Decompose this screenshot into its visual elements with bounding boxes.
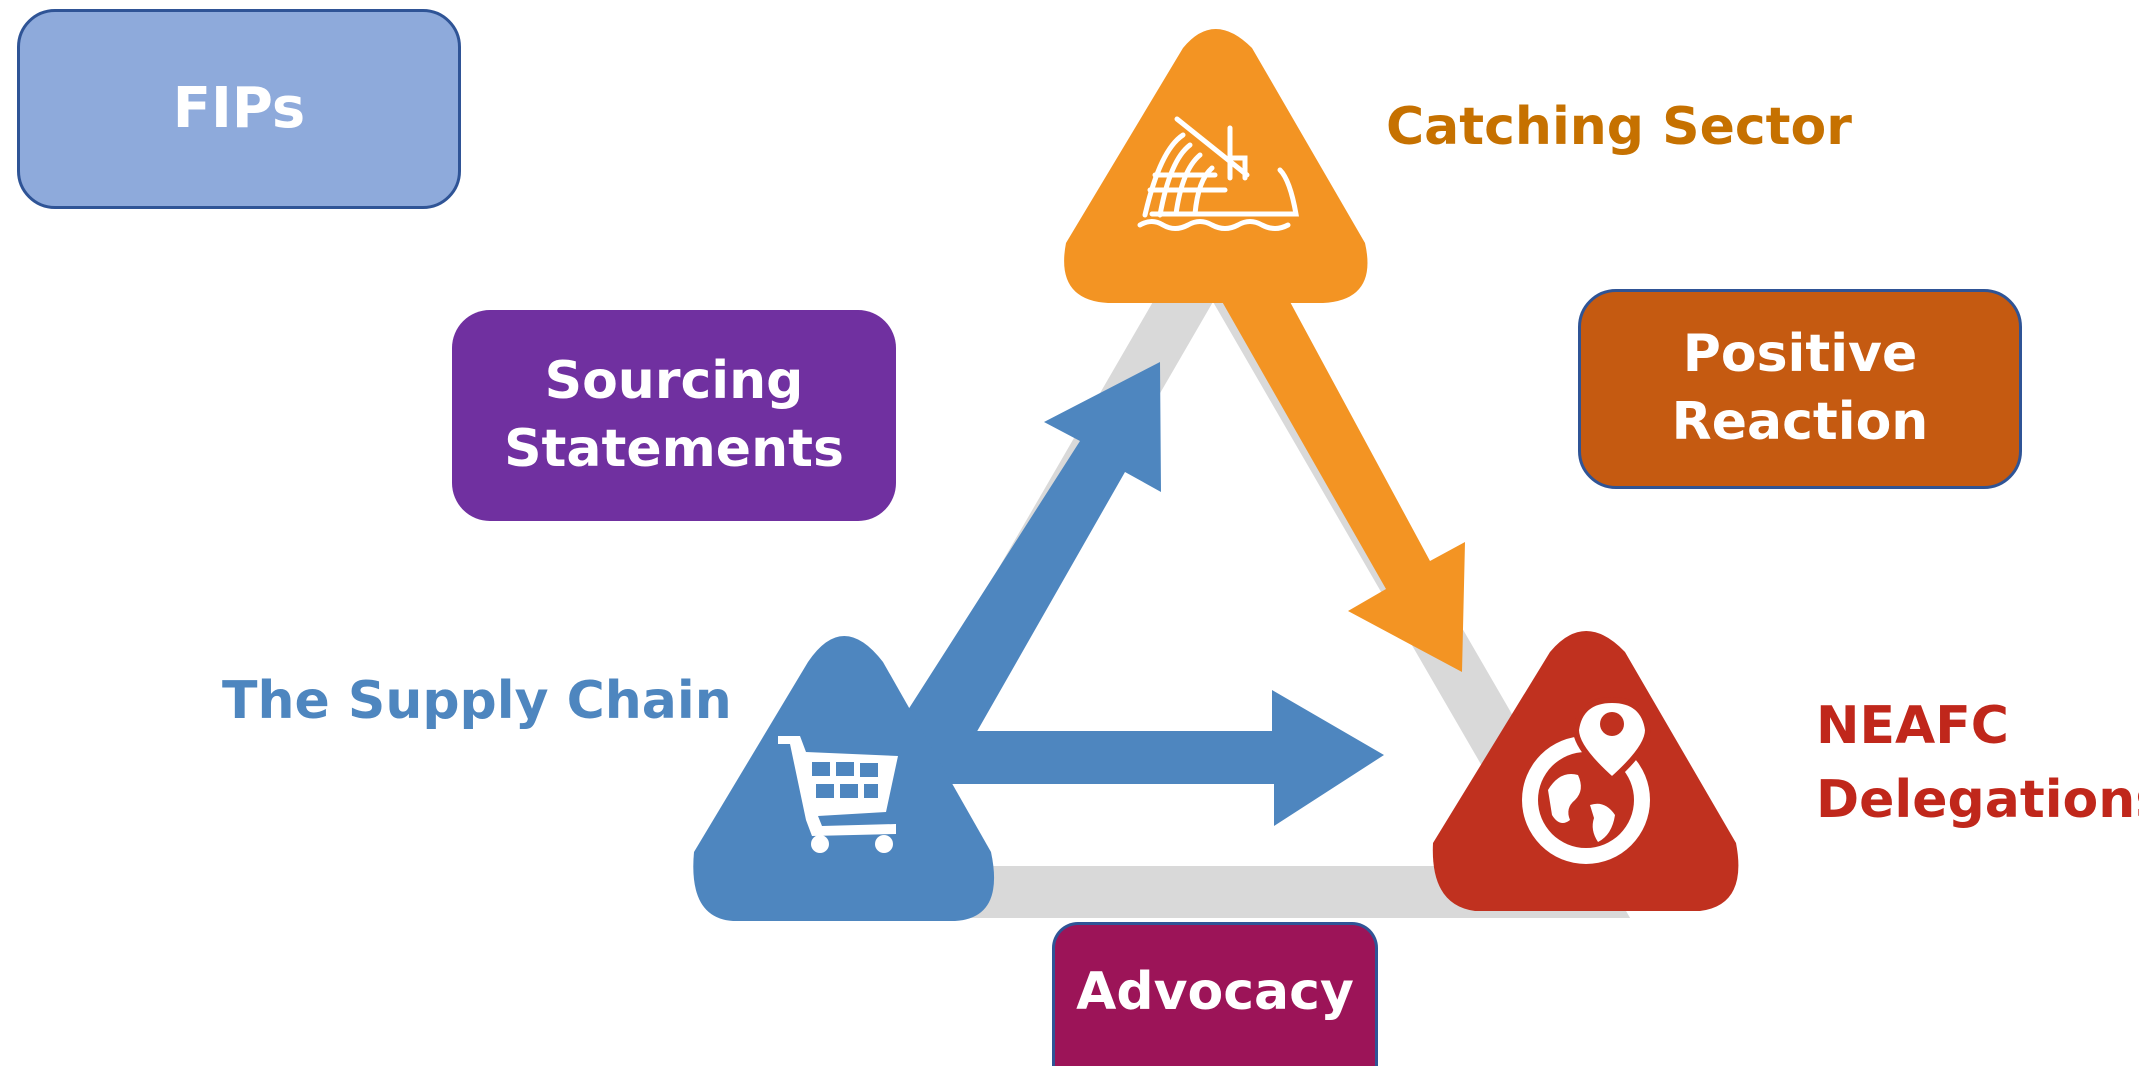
catching-sector-label: Catching Sector bbox=[1386, 97, 1852, 157]
positive-reaction-box: Positive Reaction bbox=[1578, 289, 2022, 489]
sourcing-statements-box: Sourcing Statements bbox=[452, 310, 896, 521]
supply-chain-node bbox=[693, 636, 995, 921]
fips-box: FIPs bbox=[17, 9, 461, 209]
neafc-delegations-label: NEAFC Delegations bbox=[1816, 696, 2139, 830]
shopping-cart-icon bbox=[778, 736, 898, 853]
fishing-boat-icon bbox=[1137, 116, 1299, 231]
globe-location-icon bbox=[1522, 696, 1652, 864]
supply-to-catching-arrow bbox=[876, 362, 1161, 770]
advocacy-box: Advocacy bbox=[1052, 922, 1378, 1066]
neafc-node bbox=[1432, 631, 1739, 911]
catching-sector-node bbox=[1064, 29, 1368, 303]
catching-to-neafc-arrow bbox=[1190, 250, 1465, 672]
supply-to-neafc-arrow bbox=[930, 690, 1384, 826]
supply-chain-label: The Supply Chain bbox=[222, 671, 732, 731]
